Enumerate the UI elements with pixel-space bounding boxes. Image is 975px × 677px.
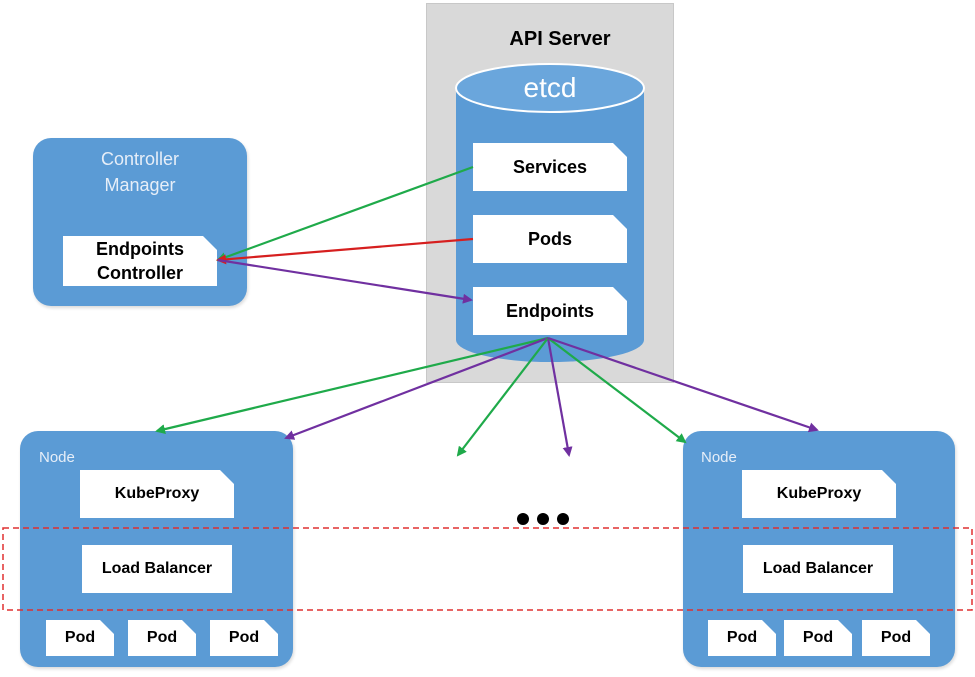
- arrow-endpoints-to-right-node-green: [547, 337, 687, 444]
- kube-proxy-left: KubeProxy: [80, 470, 234, 518]
- endpoints-controller: Endpoints Controller: [63, 236, 217, 286]
- pod-right-2: Pod: [784, 620, 852, 656]
- pod-right-3: Pod: [862, 620, 930, 656]
- pod-left-2: Pod: [128, 620, 196, 656]
- load-balancer-left: Load Balancer: [82, 545, 232, 593]
- node-label-right: Node: [701, 449, 737, 466]
- node-label-left: Node: [39, 449, 75, 466]
- endpoints-controller-line-1: Endpoints: [96, 239, 184, 259]
- pod-right-1: Pod: [708, 620, 776, 656]
- controller-manager-title-2: Manager: [104, 175, 176, 195]
- ellipsis-dot: [557, 513, 569, 525]
- etcd-pods: Pods: [473, 215, 627, 263]
- ellipsis-dot: [517, 513, 529, 525]
- arrow-endpoints-to-left-node-purple: [284, 336, 549, 440]
- arrow-controller-to-endpoints: [217, 258, 473, 304]
- arrow-endpoints-to-middle-green: [456, 337, 549, 457]
- load-balancer-highlight-box: [2, 527, 973, 611]
- ellipsis-dot: [537, 513, 549, 525]
- api-server-title: API Server: [509, 28, 611, 50]
- controller-manager-title-1: Controller: [100, 149, 180, 169]
- pod-left-1: Pod: [46, 620, 114, 656]
- load-balancer-right: Load Balancer: [743, 545, 893, 593]
- kube-proxy-right: KubeProxy: [742, 470, 896, 518]
- etcd-endpoints: Endpoints: [473, 287, 627, 335]
- arrow-endpoints-to-left-node-green: [155, 336, 549, 435]
- arrow-services-to-controller: [216, 165, 474, 262]
- arrow-endpoints-to-middle-purple: [546, 337, 573, 457]
- arrow-endpoints-to-right-node-purple: [547, 336, 819, 433]
- arrow-pods-to-controller: [216, 237, 474, 265]
- etcd-services: Services: [473, 143, 627, 191]
- pod-left-3: Pod: [210, 620, 278, 656]
- more-nodes-ellipsis: [517, 512, 577, 530]
- etcd-label: etcd: [523, 72, 577, 103]
- endpoints-controller-line-2: Controller: [96, 263, 183, 283]
